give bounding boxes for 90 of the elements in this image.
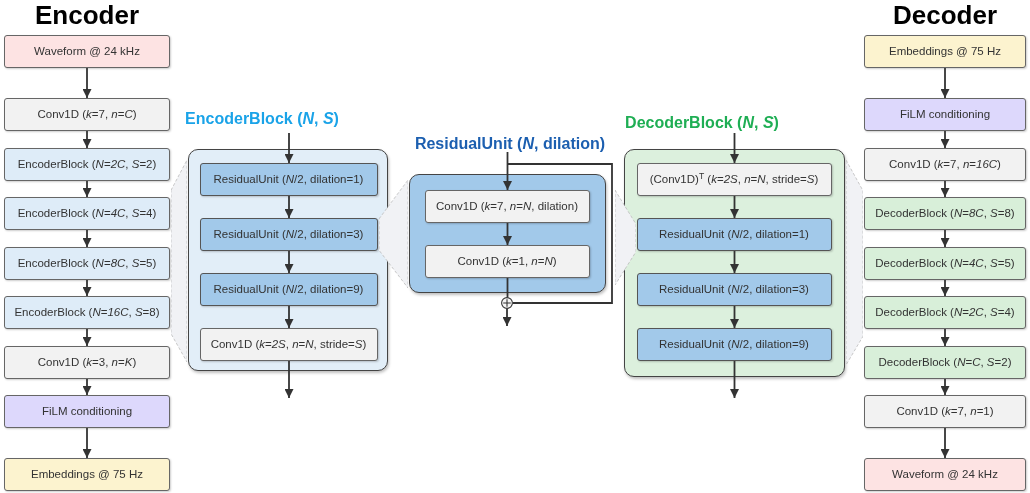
node-label: Conv1D (k=7, n=16C) <box>889 157 1001 172</box>
column-title: Encoder <box>35 0 139 28</box>
node-label: EncoderBlock (N, S) <box>185 109 339 129</box>
residual-unit-box <box>636 327 832 361</box>
decoder-block-box <box>864 247 1026 280</box>
node-label: DecoderBlock (N=4C, S=5) <box>875 256 1015 271</box>
node-label: EncoderBlock (N=4C, S=4) <box>17 206 157 221</box>
node-label: EncoderBlock (N=2C, S=2) <box>17 157 157 172</box>
residual-unit-box <box>636 272 832 306</box>
arrow <box>730 250 739 274</box>
column-title: Decoder <box>892 0 997 28</box>
node-label: DecoderBlock (N, S) <box>625 113 779 133</box>
node-label: EncoderBlock (N=8C, S=5) <box>17 256 157 271</box>
node-label: DecoderBlock (N=2C, S=4) <box>875 305 1015 320</box>
conv-box <box>864 148 1026 181</box>
residual-unit-box <box>199 217 378 251</box>
node-label: Embeddings @ 75 Hz <box>30 467 143 482</box>
arrow <box>940 130 950 149</box>
arrow <box>940 378 950 396</box>
node-label: FiLM conditioning <box>899 107 991 122</box>
decoder-block-box <box>864 197 1026 230</box>
node-label: (Conv1D)$^{T}$ (k=2S, n=N, stride=S) <box>649 171 819 187</box>
film-box <box>864 98 1026 131</box>
node-label: Waveform @ 24 kHz <box>892 467 998 482</box>
arrow <box>940 180 950 198</box>
arrow <box>940 67 950 99</box>
node-label: Conv1D (k=7, n=N, dilation) <box>436 198 578 214</box>
node-label: ResidualUnit (N/2, dilation=9) <box>213 281 364 297</box>
node-label: EncoderBlock (N=16C, S=8) <box>14 305 160 320</box>
arrow <box>82 180 92 198</box>
arrow <box>284 250 294 274</box>
decoder-block-box <box>864 346 1026 379</box>
embedding-box <box>4 458 170 491</box>
node-label: Conv1D (k=3, n=K) <box>37 355 137 370</box>
arrow <box>730 360 739 399</box>
node-label: Conv1D (k=2S, n=N, stride=S) <box>210 336 367 352</box>
arrow <box>82 328 92 347</box>
node-label: ResidualUnit (N/2, dilation=3) <box>659 281 809 297</box>
residual-unit-box <box>199 162 378 196</box>
encoder-block-box <box>4 197 170 230</box>
arrow <box>940 229 950 248</box>
film-box <box>4 395 170 428</box>
encoder-block-box <box>4 247 170 280</box>
arrow <box>82 279 92 297</box>
arrow <box>502 308 512 327</box>
conv-box <box>424 244 590 278</box>
arrow <box>284 360 294 399</box>
conv-box <box>424 189 590 223</box>
conv-box <box>4 98 170 131</box>
arrow <box>284 132 294 164</box>
arrow <box>82 130 92 149</box>
arrow <box>940 427 950 459</box>
node-label: ResidualUnit (N/2, dilation=1) <box>213 171 364 187</box>
residual-unit-box <box>199 272 378 306</box>
arrow <box>284 195 294 219</box>
node-label: ResidualUnit (N/2, dilation=9) <box>659 336 809 352</box>
arrow <box>82 67 92 99</box>
conv-box <box>4 346 170 379</box>
arrow <box>503 222 512 246</box>
node-label: Conv1D (k=7, n=C) <box>37 107 137 122</box>
arrow <box>82 378 92 396</box>
conv-box <box>864 395 1026 428</box>
node-label: ResidualUnit (N, dilation) <box>414 134 606 154</box>
node-label: ResidualUnit (N/2, dilation=3) <box>213 226 364 242</box>
arrow <box>730 305 739 329</box>
arrow <box>940 328 950 347</box>
encoder-block-box <box>4 148 170 181</box>
node-label: Embeddings @ 75 Hz <box>888 44 1001 59</box>
arrow <box>284 305 294 329</box>
encoder-block-box <box>4 296 170 329</box>
conv-box <box>199 327 378 361</box>
input-box <box>4 35 170 68</box>
residual-unit-box <box>636 217 832 251</box>
decoder-block-box <box>864 296 1026 329</box>
conv-box <box>636 162 832 196</box>
node-label: DecoderBlock (N=8C, S=8) <box>875 206 1015 221</box>
node-label: Conv1D (k=1, n=N) <box>457 253 557 269</box>
node-label: ResidualUnit (N/2, dilation=1) <box>659 226 809 242</box>
arrow <box>940 279 950 297</box>
arrow <box>730 195 739 219</box>
node-label: DecoderBlock (N=C, S=2) <box>878 355 1012 370</box>
node-label: FiLM conditioning <box>41 404 133 419</box>
embedding-box <box>864 35 1026 68</box>
node-label: Conv1D (k=7, n=1) <box>896 404 994 419</box>
arrow <box>730 132 739 164</box>
arrow <box>82 427 92 459</box>
input-box <box>864 458 1026 491</box>
node-label: Waveform @ 24 kHz <box>34 44 140 59</box>
arrow <box>503 151 512 191</box>
arrow <box>82 229 92 248</box>
